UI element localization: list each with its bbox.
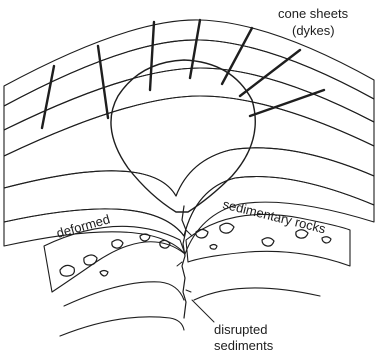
- disrupted-label-line2: sediments: [214, 338, 274, 353]
- limestone-bed-lower: [4, 68, 374, 156]
- basement-line-lower-left: [60, 317, 184, 336]
- cone-sheets-label-line1: cone sheets: [278, 6, 349, 21]
- pebbles: [60, 223, 331, 276]
- cone-sheets: [42, 20, 324, 128]
- disrupted-crack: [182, 206, 186, 318]
- igneous-intrusion: [111, 60, 255, 212]
- disrupted-leader-line: [192, 300, 214, 322]
- deformed-label: deformed: [55, 211, 112, 241]
- basement-line-left: [64, 282, 184, 306]
- cone-sheets-label-line2: (dykes): [292, 23, 335, 38]
- sedimentary-band: [4, 177, 374, 254]
- shale-bed-2: [4, 96, 374, 196]
- disrupted-label-line1: disrupted: [214, 322, 267, 337]
- basement-line-right: [194, 288, 320, 300]
- shale-bed-1: [4, 40, 374, 130]
